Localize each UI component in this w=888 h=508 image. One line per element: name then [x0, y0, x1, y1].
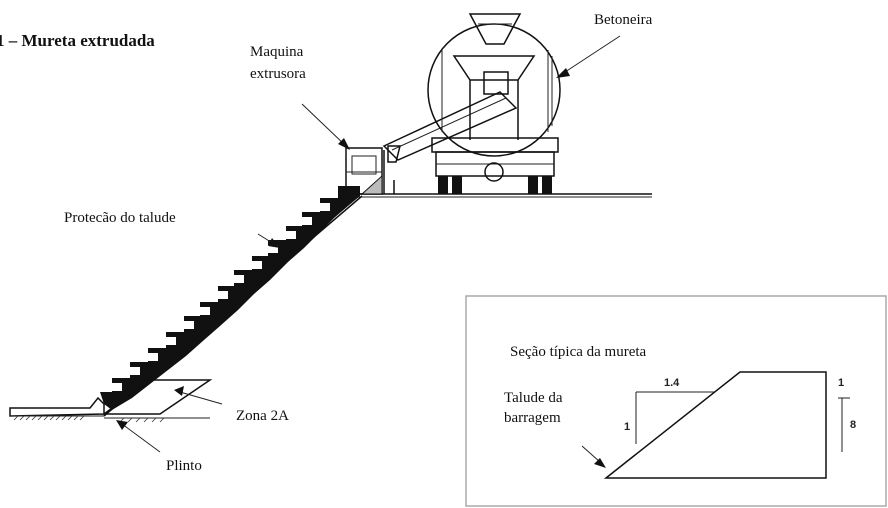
inset-label-dam-slope-1: Talude da — [504, 390, 563, 406]
label-extruder-line2: extrusora — [250, 66, 306, 82]
slope-ratio-marker — [635, 391, 714, 444]
inset-label-dam-slope-2: barragem — [504, 410, 561, 426]
arrow-dam-slope — [581, 445, 606, 468]
arrow-zone-2a — [174, 386, 223, 405]
plinth — [9, 396, 105, 421]
dim-vertical-right: 8 — [850, 419, 856, 431]
label-plinth: Plinto — [166, 458, 202, 474]
dim-top-right: 1 — [838, 377, 844, 389]
dim-horizontal: 1.4 — [664, 377, 680, 389]
extruder-machine — [345, 147, 395, 195]
label-slope-protection: Protecão do talude — [64, 210, 176, 226]
label-zone-2a: Zona 2A — [236, 408, 289, 424]
curb-section-shape — [603, 371, 827, 479]
diagram-title: 1 – Mureta extrudada — [0, 31, 155, 50]
concrete-mixer-truck — [427, 13, 561, 194]
arrow-mixer — [556, 35, 621, 78]
label-extruder-line1: Maquina — [250, 44, 304, 60]
typical-section-inset: Seção típica da mureta Talude da barrage… — [465, 295, 887, 507]
label-mixer: Betoneira — [594, 12, 653, 28]
slope-protection-steps — [100, 186, 363, 417]
arrow-plinth — [116, 420, 161, 453]
dam-crest — [340, 193, 652, 198]
inset-title: Seção típica da mureta — [510, 344, 647, 360]
arrow-extruder — [301, 103, 350, 150]
face-ratio-marker — [838, 397, 850, 452]
chute — [382, 91, 518, 163]
arrow-slope-protection — [257, 233, 280, 248]
dim-vertical-left: 1 — [624, 421, 630, 433]
